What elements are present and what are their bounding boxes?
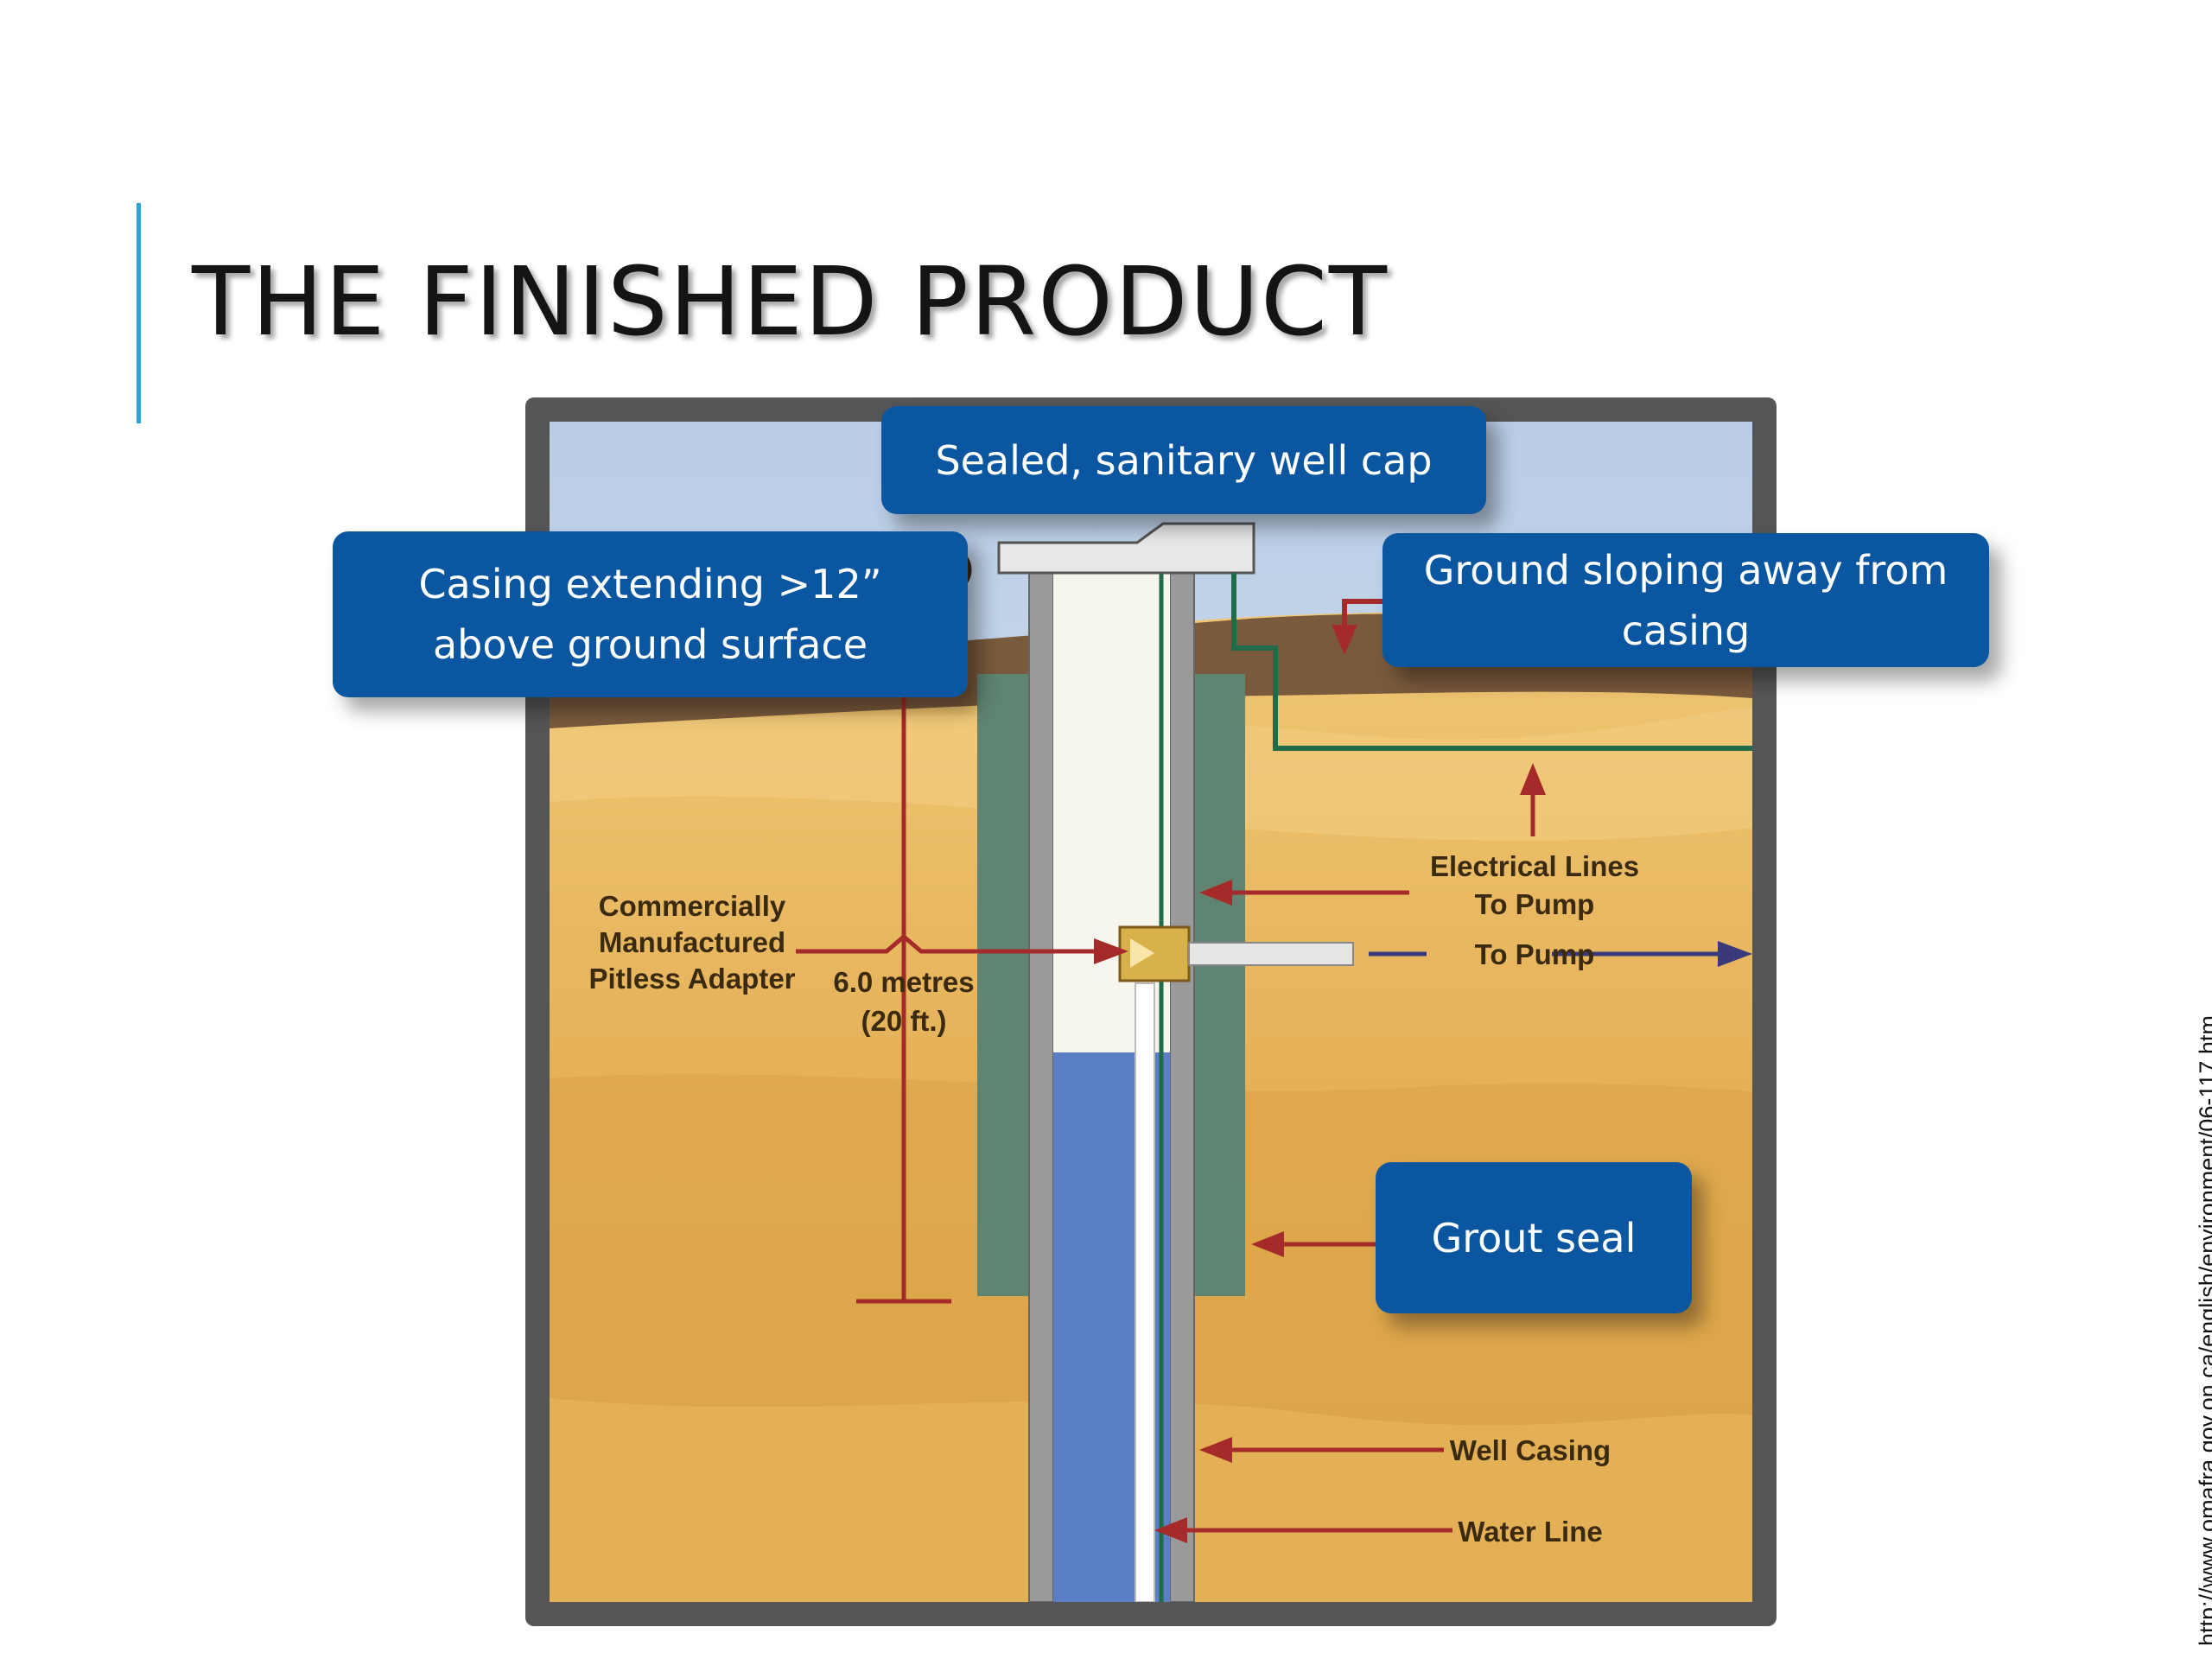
pitless-label-2: Manufactured: [599, 926, 785, 958]
slope-arrow-head: [1332, 625, 1357, 655]
callout-well-cap-text: Sealed, sanitary well cap: [935, 436, 1433, 484]
well-cap-shape: [997, 522, 1255, 575]
depth-label-2: (20 ft.): [861, 1005, 947, 1037]
source-url: http://www.omafra.gov.on.ca/english/envi…: [2195, 1015, 2212, 1646]
electrical-lines-label: Electrical Lines: [1430, 850, 1639, 882]
callout-ground-line-1: Ground sloping away from: [1423, 546, 1948, 594]
water-line-arrow-head: [1154, 1517, 1187, 1543]
casing-wall-right: [1169, 568, 1195, 1602]
callout-casing-height: Casing extending >12” above ground surfa…: [333, 531, 968, 697]
pitless-label-3: Pitless Adapter: [588, 963, 795, 995]
electrical-conduit: [1231, 573, 1752, 751]
callout-well-cap: Sealed, sanitary well cap: [881, 406, 1486, 514]
outlet-arrow-head: [1718, 941, 1752, 967]
electrical-lines-label-2: To Pump: [1475, 888, 1595, 920]
pitless-adapter-notch: [1130, 938, 1154, 968]
callout-grout-seal: Grout seal: [1376, 1162, 1692, 1313]
water-line-label: Water Line: [1458, 1516, 1602, 1548]
to-pump-label: To Pump: [1475, 938, 1595, 970]
outlet-pipe: [1188, 942, 1354, 966]
depth-label-1: 6.0 metres: [833, 966, 974, 998]
callout-ground-slope: Ground sloping away from casing: [1382, 533, 1989, 667]
up-arrow-head: [1520, 763, 1546, 795]
electrical-arrow-head: [1199, 880, 1232, 906]
slope-arrow: [1342, 599, 1401, 633]
grout-arrow-head: [1251, 1231, 1284, 1257]
callout-casing-line-2: above ground surface: [432, 621, 868, 668]
callout-casing-line-1: Casing extending >12”: [418, 561, 882, 607]
pitless-pointer-head: [1094, 938, 1128, 964]
well-casing-label: Well Casing: [1450, 1434, 1611, 1466]
callout-ground-line-2: casing: [1621, 607, 1751, 654]
title-accent-bar: [137, 203, 141, 423]
casing-wall-left: [1028, 568, 1054, 1602]
pitless-label-1: Commercially: [599, 890, 786, 922]
pitless-pointer: [796, 933, 1103, 954]
well-casing-arrow-head: [1199, 1437, 1232, 1463]
callout-grout-text: Grout seal: [1431, 1214, 1637, 1262]
water-line-pipe: [1135, 982, 1155, 1602]
slide-title: THE FINISHED PRODUCT: [192, 246, 1389, 357]
